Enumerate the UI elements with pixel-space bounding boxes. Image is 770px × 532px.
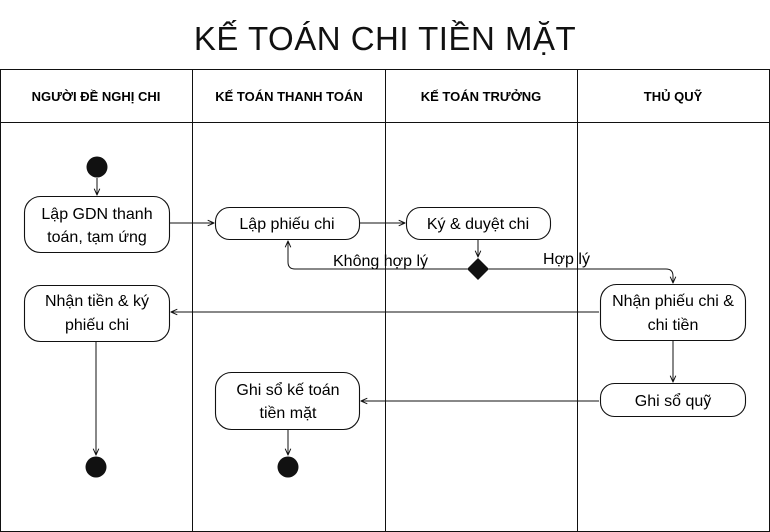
edge-label-hop-ly: Hợp lý xyxy=(543,251,590,268)
activity-ghi-so-quy: Ghi sổ quỹ xyxy=(599,382,747,418)
svg-text:Ghi sổ kế toán: Ghi sổ kế toán xyxy=(236,381,339,399)
lane-header-ke-toan-truong: KẾ TOÁN TRƯỞNG xyxy=(421,89,542,104)
svg-text:Nhận tiền & ký: Nhận tiền & ký xyxy=(45,293,149,310)
activity-lap-gdn: Lập GDN thanh toán, tạm ứng xyxy=(23,195,171,254)
diagram-title: KẾ TOÁN CHI TIỀN MẶT xyxy=(193,20,577,57)
svg-text:Lập phiếu chi: Lập phiếu chi xyxy=(239,216,334,233)
svg-text:chi tiền: chi tiền xyxy=(648,317,699,334)
activity-nhan-phieu-chi: Nhận phiếu chi & chi tiền xyxy=(599,283,747,342)
svg-text:Lập GDN thanh: Lập GDN thanh xyxy=(41,206,152,223)
activity-nhan-tien: Nhận tiền & ký phiếu chi xyxy=(23,284,171,343)
activity-lap-phieu-chi: Lập phiếu chi xyxy=(214,206,361,241)
activity-ghi-so-ke-toan: Ghi sổ kế toán tiền mặt xyxy=(214,371,361,431)
svg-text:Ký & duyệt chi: Ký & duyệt chi xyxy=(427,216,529,233)
lane-header-thu-quy: THỦ QUỸ xyxy=(644,89,703,104)
flow-hop-ly xyxy=(489,268,673,283)
svg-text:toán, tạm ứng: toán, tạm ứng xyxy=(47,229,147,246)
end-node-ke-toan xyxy=(277,456,299,478)
lane-header-ke-toan-thanh-toan: KẾ TOÁN THANH TOÁN xyxy=(215,89,363,104)
svg-text:phiếu chi: phiếu chi xyxy=(65,317,129,334)
svg-text:Ghi sổ quỹ: Ghi sổ quỹ xyxy=(635,392,711,410)
activity-ky-duyet-chi: Ký & duyệt chi xyxy=(405,206,552,241)
svg-text:tiền mặt: tiền mặt xyxy=(260,405,317,422)
flow-khong-hop-ly xyxy=(288,241,467,270)
decision-diamond xyxy=(467,258,489,280)
edge-label-khong-hop-ly: Không hợp lý xyxy=(333,253,428,270)
lane-header-nguoi-de-nghi: NGƯỜI ĐỀ NGHỊ CHI xyxy=(32,89,161,104)
end-node-nguoi-de-nghi xyxy=(85,456,107,478)
svg-text:Nhận phiếu chi &: Nhận phiếu chi & xyxy=(612,293,734,310)
start-node xyxy=(86,156,108,178)
